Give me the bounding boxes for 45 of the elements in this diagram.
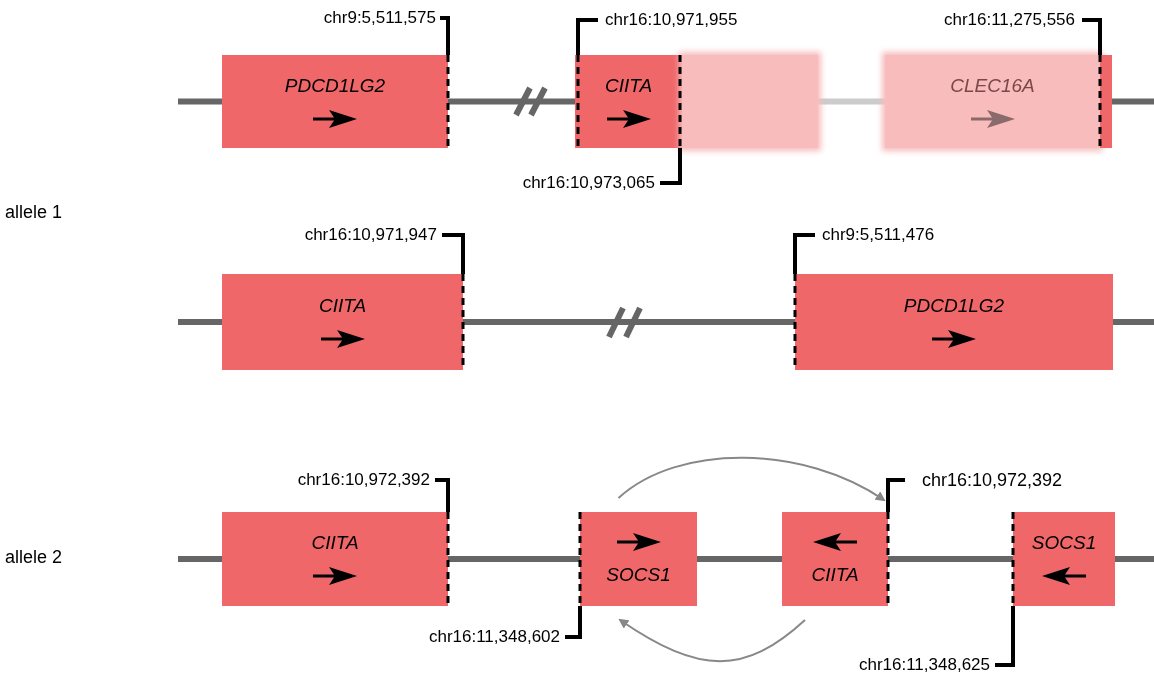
breakpoint-label: chr16:10,971,947: [304, 225, 437, 245]
chromosome-line: [178, 556, 222, 562]
allele-label: allele 2: [5, 546, 63, 568]
gene-name: PDCD1LG2: [284, 74, 386, 97]
gene-box: [782, 512, 888, 606]
allele-label: allele 1: [5, 201, 63, 223]
curved-arrow: [617, 456, 886, 502]
gene-box: [682, 55, 818, 148]
gene-name: PDCD1LG2: [903, 295, 1005, 317]
gene-name: CIITA: [604, 74, 653, 97]
gene-box: [885, 55, 1100, 148]
chromosome-line: [1113, 319, 1154, 325]
chromosome-line: [1112, 98, 1154, 105]
breakpoint-label: chr16:11,348,602: [428, 627, 560, 647]
gene-box: [222, 512, 448, 606]
gene-box: [575, 55, 682, 148]
chromosome-line: [178, 319, 222, 325]
chromosome-line: [463, 319, 795, 325]
gene-box: [1013, 512, 1115, 606]
gene-box: [222, 55, 448, 148]
chromosome-line: [448, 98, 575, 105]
chromosome-line: [178, 98, 222, 105]
breakpoint-label: chr16:11,275,556: [943, 10, 1075, 30]
gene-name: SOCS1: [606, 564, 671, 586]
gene-name: CIITA: [811, 564, 859, 586]
gene-name: CLEC16A: [950, 74, 1035, 97]
breakpoint-label: chr16:10,971,955: [605, 10, 738, 30]
gene-name: CIITA: [311, 532, 359, 554]
breakpoint-label: chr16:10,972,392: [922, 469, 1063, 491]
gene-box: [580, 512, 697, 606]
chromosome-line: [818, 98, 885, 105]
gene-box: [222, 274, 463, 370]
chromosome-line: [697, 556, 782, 562]
chromosome-line: [448, 556, 580, 562]
breakpoint-label: chr16:10,972,392: [297, 470, 430, 490]
gene-box: [795, 274, 1113, 370]
breakpoint-label: chr9:5,511,575: [323, 8, 436, 28]
breakpoint-label: chr9:5,511,476: [822, 225, 935, 245]
gene-name: CIITA: [318, 295, 367, 317]
chromosome-line: [1115, 556, 1154, 562]
breakpoint-label: chr16:10,973,065: [522, 173, 655, 193]
chromosome-line: [888, 556, 1013, 562]
gene-name: SOCS1: [1031, 532, 1097, 554]
curved-arrow: [618, 618, 806, 663]
breakpoint-label: chr16:11,348,625: [858, 655, 990, 675]
